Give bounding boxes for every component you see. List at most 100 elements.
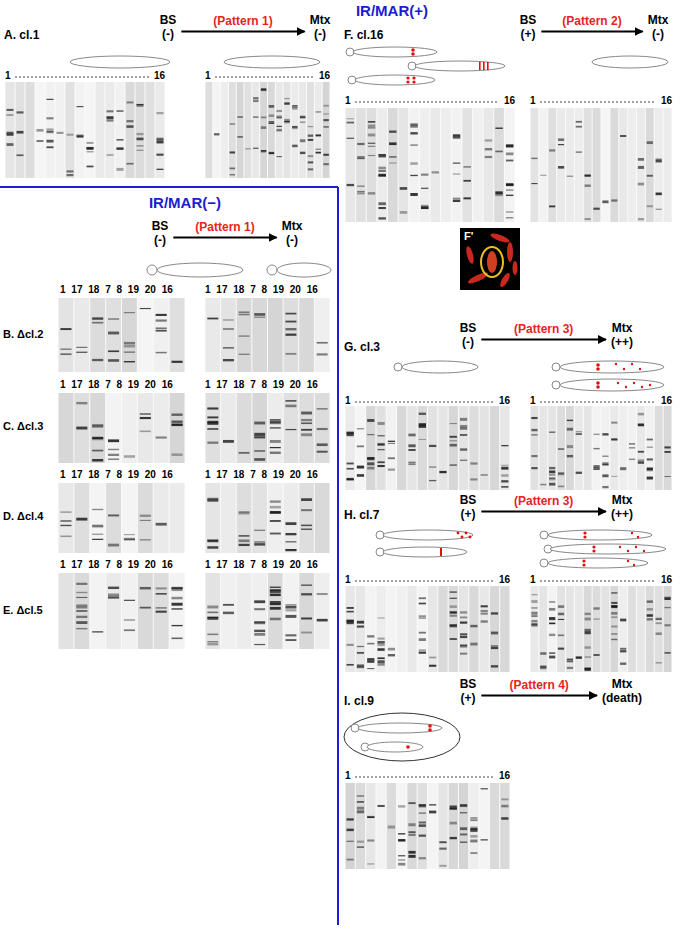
gel-image (439, 848, 446, 850)
gel-image (116, 82, 125, 178)
gel-image (254, 541, 265, 542)
gel-image (664, 586, 672, 672)
gel-image (398, 839, 405, 841)
gel-image (576, 433, 582, 434)
gel-image (540, 175, 546, 176)
gel-image (37, 140, 44, 142)
gel-image (308, 139, 313, 141)
condition-name: Mtx (611, 321, 633, 335)
gel-image (308, 126, 313, 127)
pattern-label: (Pattern 2) (561, 14, 622, 28)
gel-image (611, 639, 617, 640)
gel-image (438, 586, 447, 672)
gel-image (156, 593, 167, 595)
gel-image (377, 663, 384, 666)
gel-image (567, 661, 573, 662)
gel-image (300, 152, 305, 154)
gel-image (76, 518, 87, 521)
gel-image (317, 342, 328, 344)
gel-image (638, 451, 644, 453)
signal-mark (457, 532, 460, 535)
gel-image (223, 319, 234, 320)
gel-image (292, 108, 297, 109)
gel-image (254, 543, 265, 545)
gel-image (357, 191, 364, 192)
gel-image (347, 138, 354, 139)
gel-image (58, 483, 185, 553)
gel-image (77, 135, 84, 137)
gel-image (323, 82, 330, 178)
gel-image (593, 607, 599, 609)
gel-image (558, 634, 564, 636)
gel-image (108, 458, 119, 459)
gel-image (357, 621, 364, 624)
gel-image (367, 457, 374, 459)
gel-image (664, 598, 670, 600)
gel-image (239, 452, 250, 454)
gel-image (157, 112, 164, 114)
gel-image (284, 573, 299, 649)
gel-image (66, 82, 75, 178)
gel-image (620, 663, 626, 665)
gel-image (269, 121, 274, 123)
lane-numbers: 1 17 18 7 8 19 20 16 (60, 284, 173, 296)
gel-image (611, 592, 617, 593)
gel-image (567, 455, 573, 457)
gel-image (140, 587, 151, 589)
gel-image (377, 660, 384, 663)
gel-image (656, 193, 662, 196)
lane-number: 16 (504, 95, 515, 107)
gel-image (205, 573, 330, 649)
gel-image (124, 361, 135, 362)
lane-numbers: 1 17 18 7 8 19 20 16 (205, 469, 318, 481)
gel-image (284, 393, 299, 463)
gel-image (450, 598, 457, 599)
gel-image (92, 631, 103, 633)
gel-image (270, 607, 281, 610)
lane-range-line (15, 77, 149, 78)
gel-image (285, 429, 296, 430)
gel-image (285, 615, 296, 618)
gel-image (368, 155, 375, 156)
gel-image (549, 478, 555, 481)
gel-image (419, 617, 426, 619)
gel-image (60, 525, 71, 526)
gel-image (205, 393, 330, 463)
gel-image (156, 523, 167, 526)
gel-image (106, 573, 121, 649)
gel-image (357, 810, 364, 813)
gel-image (531, 467, 537, 469)
gel-image (270, 533, 281, 534)
condition-name: BS (460, 493, 477, 507)
gel-image (345, 783, 510, 869)
gel-image (253, 116, 258, 117)
gel-image (428, 586, 437, 672)
gel-image (207, 634, 218, 636)
gel-image (491, 665, 498, 667)
gel-image (549, 619, 555, 620)
gel-image (628, 108, 636, 222)
gel-image (408, 802, 415, 804)
gel-image (388, 654, 395, 656)
gel-image (388, 457, 395, 459)
gel-image (268, 298, 283, 372)
gel-image (268, 573, 283, 649)
gel-image (429, 657, 436, 659)
gel-image (453, 200, 460, 202)
gel-image (441, 108, 451, 222)
gel-image (378, 170, 385, 172)
gel-image (664, 108, 672, 222)
gel-image (637, 108, 645, 222)
gel-image (60, 353, 71, 355)
lane-range-line (540, 581, 656, 582)
state-label: BS(-) (157, 12, 180, 42)
gel-image (76, 352, 87, 353)
condition-state: (++) (611, 507, 633, 521)
gel-image (450, 423, 457, 424)
state-label: Mtx(death) (599, 676, 645, 706)
gel-image (254, 437, 265, 439)
gel-image (108, 544, 119, 547)
gel-image (205, 573, 330, 649)
gel-image (347, 620, 354, 622)
gel-image (450, 440, 457, 441)
